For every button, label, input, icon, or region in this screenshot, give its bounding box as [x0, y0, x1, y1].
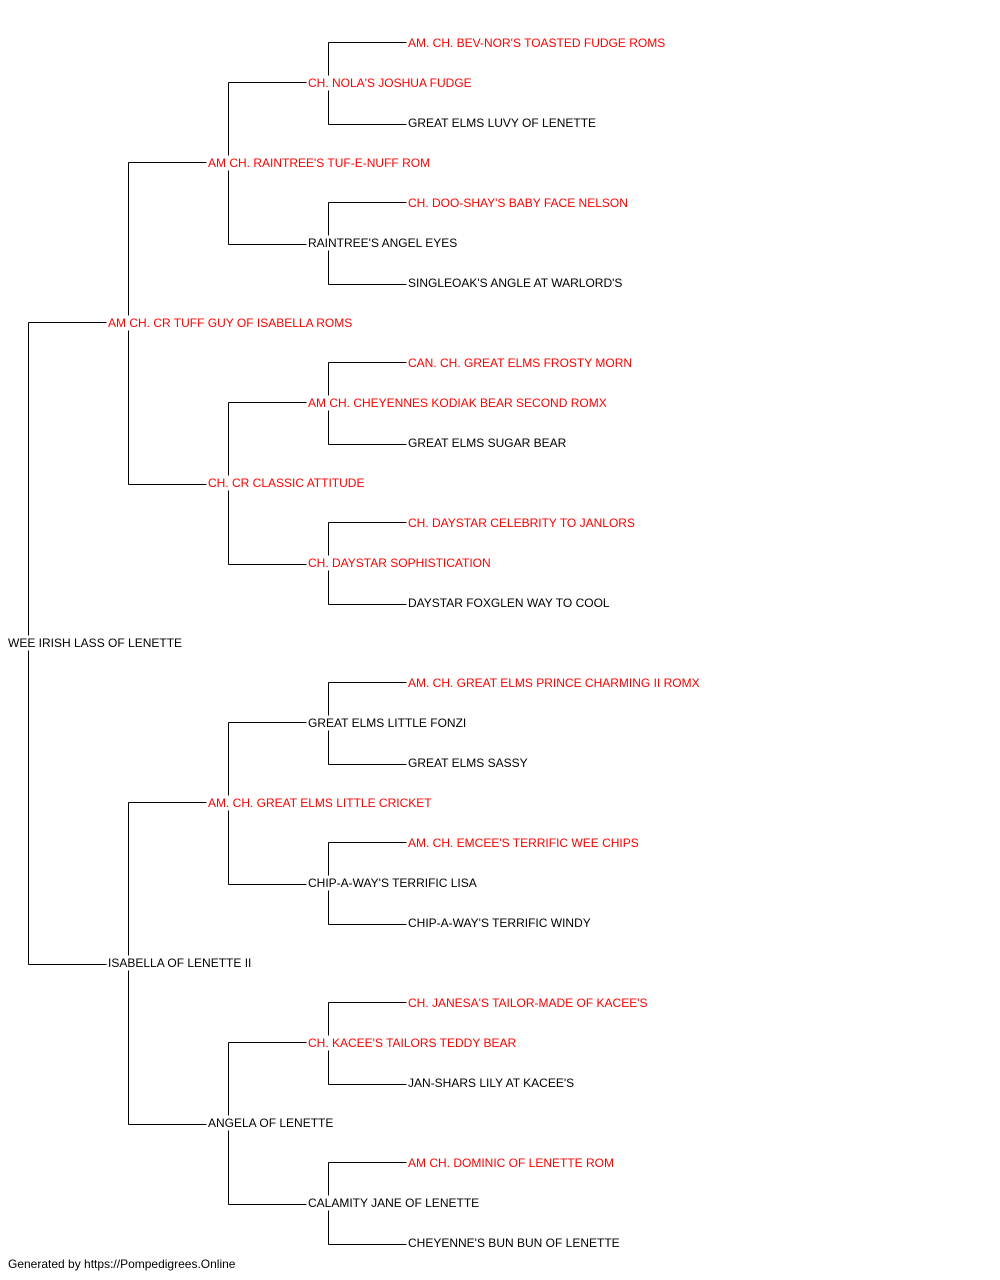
dog-name-am-ch-great-elms-prince-charming-ii-romx: AM. CH. GREAT ELMS PRINCE CHARMING II RO… — [408, 676, 700, 690]
dog-name-great-elms-sugar-bear: GREAT ELMS SUGAR BEAR — [408, 436, 567, 450]
dog-name-ch-daystar-sophistication: CH. DAYSTAR SOPHISTICATION — [308, 556, 491, 570]
dog-name-am-ch-emcee-s-terrific-wee-chips: AM. CH. EMCEE'S TERRIFIC WEE CHIPS — [408, 836, 639, 850]
dog-name-great-elms-luvy-of-lenette: GREAT ELMS LUVY OF LENETTE — [408, 116, 597, 130]
dog-name-can-ch-great-elms-frosty-morn: CAN. CH. GREAT ELMS FROSTY MORN — [408, 356, 633, 370]
dog-name-am-ch-bev-nor-s-toasted-fudge-roms: AM. CH. BEV-NOR'S TOASTED FUDGE ROMS — [408, 36, 666, 50]
dog-name-chip-a-way-s-terrific-lisa: CHIP-A-WAY'S TERRIFIC LISA — [308, 876, 477, 890]
dog-name-great-elms-little-fonzi: GREAT ELMS LITTLE FONZI — [308, 716, 467, 730]
dog-name-calamity-jane-of-lenette: CALAMITY JANE OF LENETTE — [308, 1196, 480, 1210]
dog-name-ch-cr-classic-attitude: CH. CR CLASSIC ATTITUDE — [208, 476, 365, 490]
dog-name-ch-doo-shay-s-baby-face-nelson: CH. DOO-SHAY'S BABY FACE NELSON — [408, 196, 628, 210]
dog-name-cheyenne-s-bun-bun-of-lenette: CHEYENNE'S BUN BUN OF LENETTE — [408, 1236, 620, 1250]
dog-name-ch-kacee-s-tailors-teddy-bear: CH. KACEE'S TAILORS TEDDY BEAR — [308, 1036, 517, 1050]
dog-name-daystar-foxglen-way-to-cool: DAYSTAR FOXGLEN WAY TO COOL — [408, 596, 610, 610]
dog-name-am-ch-cheyennes-kodiak-bear-second-romx: AM CH. CHEYENNES KODIAK BEAR SECOND ROMX — [308, 396, 607, 410]
dog-name-ch-janesa-s-tailor-made-of-kacee-s: CH. JANESA'S TAILOR-MADE OF KACEE'S — [408, 996, 648, 1010]
dog-name-am-ch-great-elms-little-cricket: AM. CH. GREAT ELMS LITTLE CRICKET — [208, 796, 432, 810]
dog-name-am-ch-cr-tuff-guy-of-isabella-roms: AM CH. CR TUFF GUY OF ISABELLA ROMS — [108, 316, 353, 330]
dog-name-isabella-of-lenette-ii: ISABELLA OF LENETTE II — [108, 956, 252, 970]
dog-name-great-elms-sassy: GREAT ELMS SASSY — [408, 756, 528, 770]
dog-name-am-ch-raintree-s-tuf-e-nuff-rom: AM CH. RAINTREE'S TUF-E-NUFF ROM — [208, 156, 431, 170]
dog-name-jan-shars-lily-at-kacee-s: JAN-SHARS LILY AT KACEE'S — [408, 1076, 575, 1090]
dog-name-singleoak-s-angle-at-warlord-s: SINGLEOAK'S ANGLE AT WARLORD'S — [408, 276, 623, 290]
dog-name-am-ch-dominic-of-lenette-rom: AM CH. DOMINIC OF LENETTE ROM — [408, 1156, 615, 1170]
dog-name-raintree-s-angel-eyes: RAINTREE'S ANGEL EYES — [308, 236, 458, 250]
dog-name-ch-nola-s-joshua-fudge: CH. NOLA'S JOSHUA FUDGE — [308, 76, 472, 90]
generated-by-footer: Generated by https://Pompedigrees.Online — [8, 1257, 236, 1271]
dog-name-ch-daystar-celebrity-to-janlors: CH. DAYSTAR CELEBRITY TO JANLORS — [408, 516, 635, 530]
dog-name-angela-of-lenette: ANGELA OF LENETTE — [208, 1116, 334, 1130]
dog-name-chip-a-way-s-terrific-windy: CHIP-A-WAY'S TERRIFIC WINDY — [408, 916, 591, 930]
dog-name-wee-irish-lass-of-lenette: WEE IRISH LASS OF LENETTE — [8, 636, 183, 650]
